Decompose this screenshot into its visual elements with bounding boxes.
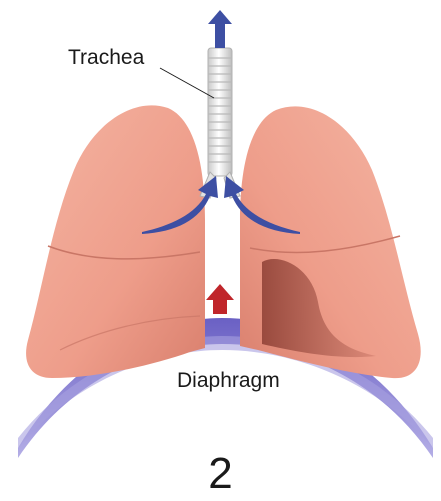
step-number: 2 (0, 452, 441, 496)
left-lung (26, 105, 205, 378)
diaphragm-arrow-up-icon (206, 284, 234, 314)
trachea-leader-line (160, 68, 214, 98)
arrow-up-icon (208, 10, 232, 48)
trachea-tube (208, 48, 232, 176)
trachea-label: Trachea (68, 46, 144, 70)
diaphragm-label: Diaphragm (177, 369, 280, 393)
